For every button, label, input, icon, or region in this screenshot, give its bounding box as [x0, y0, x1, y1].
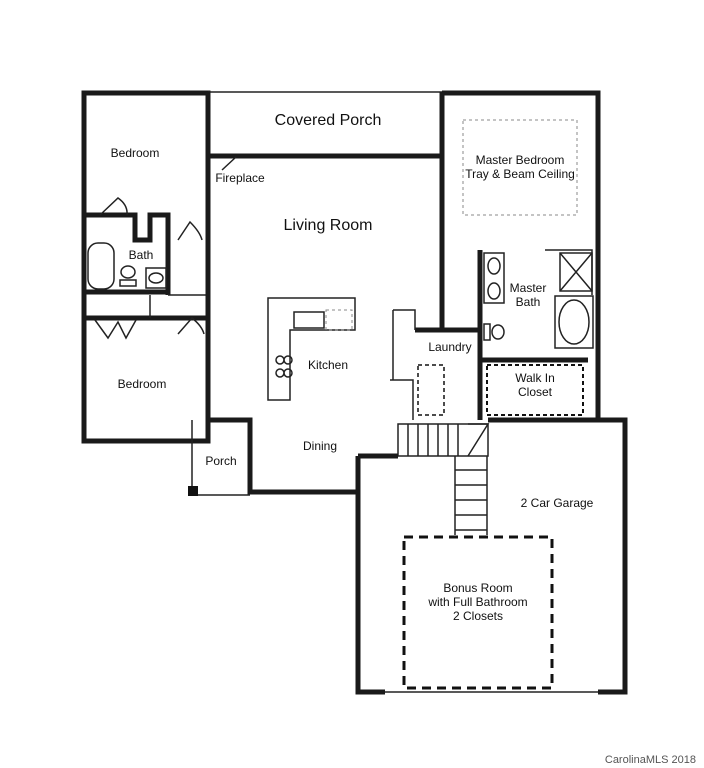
watermark: CarolinaMLS 2018 — [604, 754, 696, 766]
label-bonus-room-2: with Full Bathroom — [427, 595, 527, 609]
sink-icon — [145, 267, 167, 289]
label-bath: Bath — [129, 248, 154, 262]
label-fireplace: Fireplace — [215, 171, 265, 185]
label-master-bath-1: Master — [510, 281, 547, 295]
label-master-bath-2: Bath — [516, 295, 541, 309]
shower-icon — [559, 252, 593, 292]
label-living-room: Living Room — [284, 217, 373, 234]
kitchen-counters — [267, 297, 356, 401]
stove-icon — [275, 355, 293, 378]
label-master-bedroom: Master Bedroom — [476, 153, 565, 167]
door-swing-icon — [94, 197, 205, 340]
tray-ceiling-outline — [462, 119, 578, 216]
bathtub-icon — [554, 295, 594, 349]
tub-icon — [87, 242, 115, 290]
dishwasher-icon — [325, 309, 353, 331]
double-vanity-icon — [483, 252, 505, 304]
post-icon — [188, 486, 198, 496]
washer-dryer-icon — [417, 364, 445, 416]
label-kitchen: Kitchen — [308, 358, 348, 372]
label-dining: Dining — [303, 439, 337, 453]
label-laundry: Laundry — [428, 340, 471, 354]
kitchen-sink-icon — [293, 311, 325, 329]
label-bonus-room-1: Bonus Room — [443, 581, 512, 595]
label-porch: Porch — [205, 454, 236, 468]
label-bedroom-2: Bedroom — [118, 377, 167, 391]
label-tray-ceiling: Tray & Beam Ceiling — [465, 167, 575, 181]
garage-walls — [355, 417, 628, 695]
label-walk-in-closet-1: Walk In — [515, 371, 555, 385]
master-toilet-icon — [483, 323, 505, 341]
stairs — [397, 423, 490, 535]
label-covered-porch: Covered Porch — [275, 112, 382, 129]
label-bedroom-1: Bedroom — [111, 146, 160, 160]
main-walls — [191, 91, 445, 496]
toilet-icon — [119, 265, 137, 287]
label-walk-in-closet-2: Closet — [518, 385, 553, 399]
label-bonus-room-3: 2 Closets — [453, 609, 503, 623]
master-wing-walls — [390, 90, 601, 420]
label-garage: 2 Car Garage — [521, 496, 594, 510]
